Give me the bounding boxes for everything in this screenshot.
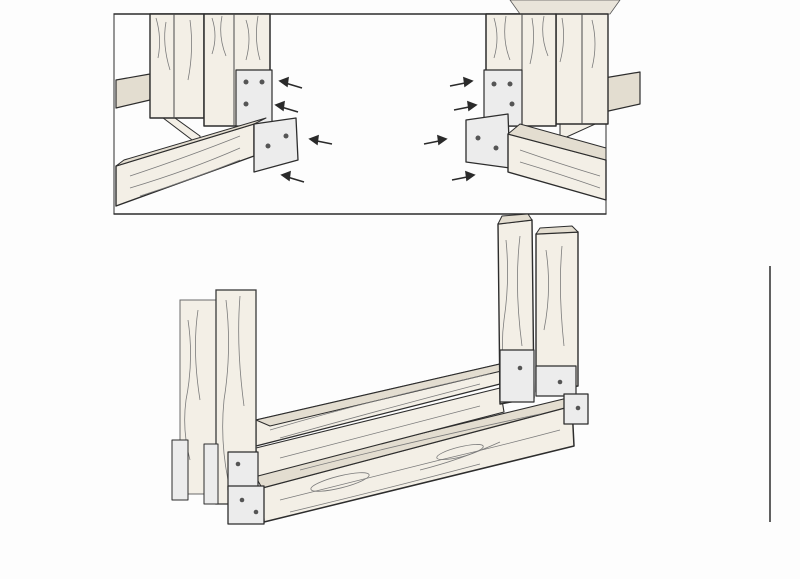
right-corner-assembly <box>423 13 641 201</box>
left-corner-assembly <box>115 13 333 207</box>
right-assembly-arrows <box>423 76 478 182</box>
left-posts <box>171 289 265 525</box>
right-posts <box>497 213 589 425</box>
left-assembly-arrows <box>274 76 333 183</box>
